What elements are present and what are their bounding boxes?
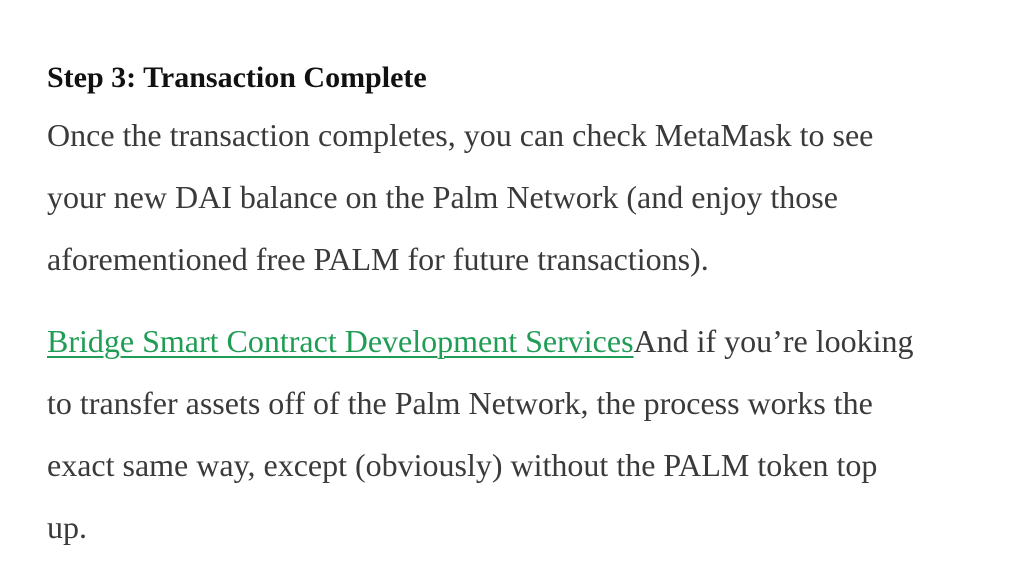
- paragraph-transaction-complete: Once the transaction completes, you can …: [47, 104, 987, 290]
- paragraph-line: exact same way, except (obviously) witho…: [47, 447, 878, 483]
- paragraph-line: to transfer assets off of the Palm Netwo…: [47, 385, 873, 421]
- paragraph-transfer-off: Bridge Smart Contract Development Servic…: [47, 310, 987, 558]
- paragraph-line: your new DAI balance on the Palm Network…: [47, 179, 838, 215]
- paragraph-line: Once the transaction completes, you can …: [47, 117, 874, 153]
- section-heading: Step 3: Transaction Complete: [47, 61, 427, 94]
- paragraph-line-text: And if you’re looking: [633, 323, 914, 359]
- article-body: Step 3: Transaction Complete Once the tr…: [47, 56, 987, 558]
- bridge-services-link[interactable]: Bridge Smart Contract Development Servic…: [47, 323, 634, 359]
- paragraph-line: Bridge Smart Contract Development Servic…: [47, 310, 987, 372]
- paragraph-line: up.: [47, 509, 87, 545]
- paragraph-line: aforementioned free PALM for future tran…: [47, 241, 709, 277]
